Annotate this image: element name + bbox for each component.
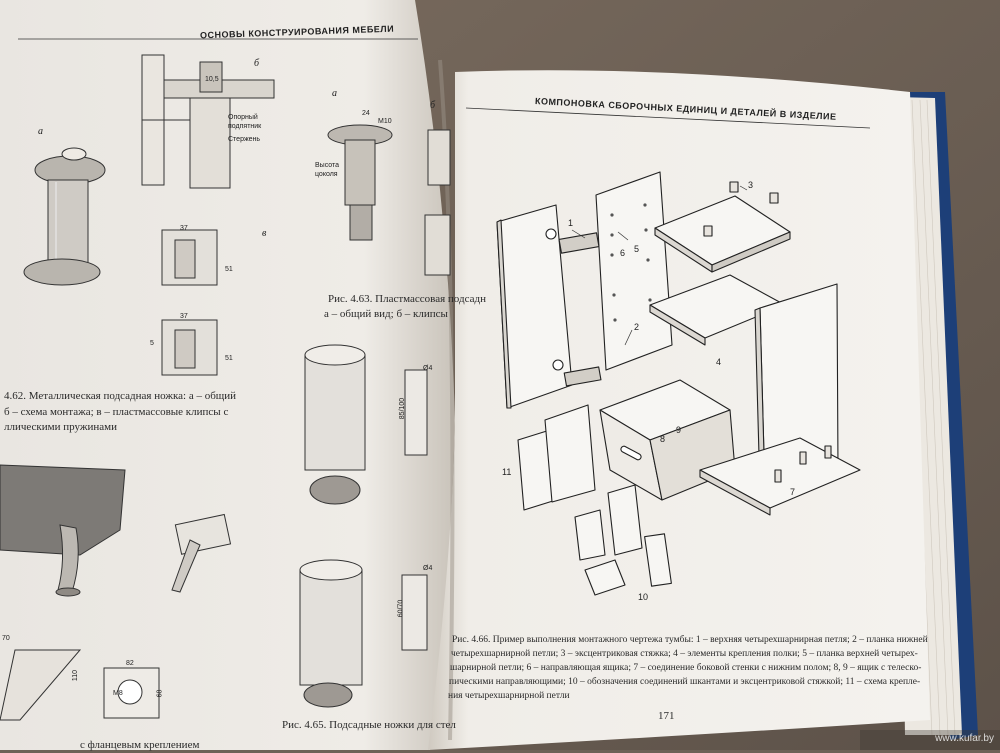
fig62-part-2: подпятник — [228, 123, 262, 130]
callout-10: 10 — [638, 592, 649, 602]
mounting-scheme-drawing — [141, 54, 275, 189]
fig62-caption-line2: б – схема монтажа; в – пластмассовые кли… — [4, 406, 229, 418]
fig63-caption-line2: а – общий вид; б – клипсы — [324, 308, 448, 320]
fig63-caption-line1: Рис. 4.63. Пластмассовая подсадн — [328, 293, 486, 305]
fig62-part-1: Опорный — [228, 114, 258, 121]
cylinder-legs-drawing — [299, 344, 428, 708]
callout-1: 1 — [568, 218, 574, 228]
fig63-dim-2: M10 — [378, 118, 392, 125]
callout-2: 2 — [634, 322, 640, 332]
fig62-dim-1: 10,5 — [205, 76, 219, 83]
watermark: www.kufar.by — [935, 733, 994, 744]
fig63-label-b: б — [430, 100, 436, 111]
callout-5: 5 — [634, 244, 640, 254]
fig66-caption-line2: четырехшарнирной петли; 3 – эксцентриков… — [451, 649, 918, 659]
fig62-label-v: в — [262, 228, 267, 239]
bottom-dim-1: 70 — [2, 635, 10, 642]
fig65-dim-3: Ø4 — [423, 565, 433, 572]
bottom-dim-5: 68 — [156, 689, 164, 698]
fig62-dim-6: 51 — [225, 355, 233, 362]
fig62-label-b: б — [254, 58, 260, 69]
cabinet-assembly-drawing — [496, 171, 861, 596]
fig65-dim-2: 85/100 — [399, 397, 407, 420]
fig62-caption-line3: ллическими пружинами — [4, 421, 117, 433]
fig62-dim-2: 37 — [180, 225, 188, 232]
bottom-dim-2: 110 — [72, 669, 80, 682]
bottom-dim-3: 82 — [126, 660, 134, 667]
fig66-caption-line4: пическими направляющими; 10 – обозначени… — [449, 677, 921, 687]
fig62-part-3: Стержень — [228, 136, 261, 143]
flange-leg-drawing — [0, 464, 232, 721]
plastic-clips-drawing — [161, 229, 218, 376]
fig63-dim-3: Высота — [315, 162, 340, 169]
fig62-dim-3: 51 — [225, 266, 233, 273]
callout-3: 3 — [748, 180, 754, 190]
fig62-dim-4: 37 — [180, 313, 188, 320]
callout-7: 7 — [790, 487, 796, 497]
fig65-caption: Рис. 4.65. Подсадные ножки для стел — [282, 719, 456, 731]
callout-9: 9 — [676, 425, 682, 435]
metal-leg-drawing — [23, 147, 106, 286]
page-number: 171 — [658, 710, 675, 722]
fig62-dim-5: 5 — [150, 340, 154, 347]
fig62-label-a: а — [38, 126, 43, 137]
fig65-dim-4: 60/70 — [397, 599, 405, 618]
fig63-dim-1: 24 — [362, 110, 370, 117]
fig66-caption-line3: шарнирной петли; 6 – направляющая ящика;… — [450, 663, 922, 673]
plastic-leg-drawing — [327, 124, 393, 241]
fig65-dim-1: Ø4 — [423, 365, 433, 372]
fig62-caption-line1: 4.62. Металлическая подсадная ножка: а –… — [4, 390, 237, 402]
fig63-dim-4: цоколя — [315, 171, 338, 178]
fig66-caption-line1: Рис. 4.66. Пример выполнения монтажного … — [452, 635, 928, 645]
fig63-label-a: а — [332, 88, 337, 99]
fig66-caption-line5: ния четырехшарнирной петли — [448, 691, 570, 701]
callout-6: 6 — [620, 248, 626, 258]
right-header-rule — [465, 107, 871, 129]
bottom-dim-4: M8 — [113, 690, 123, 697]
clip-drawing — [424, 129, 451, 276]
callout-11: 11 — [502, 467, 512, 477]
callout-4: 4 — [716, 357, 722, 367]
bottom-caption: с фланцевым креплением — [80, 739, 200, 751]
callout-8: 8 — [660, 434, 666, 444]
